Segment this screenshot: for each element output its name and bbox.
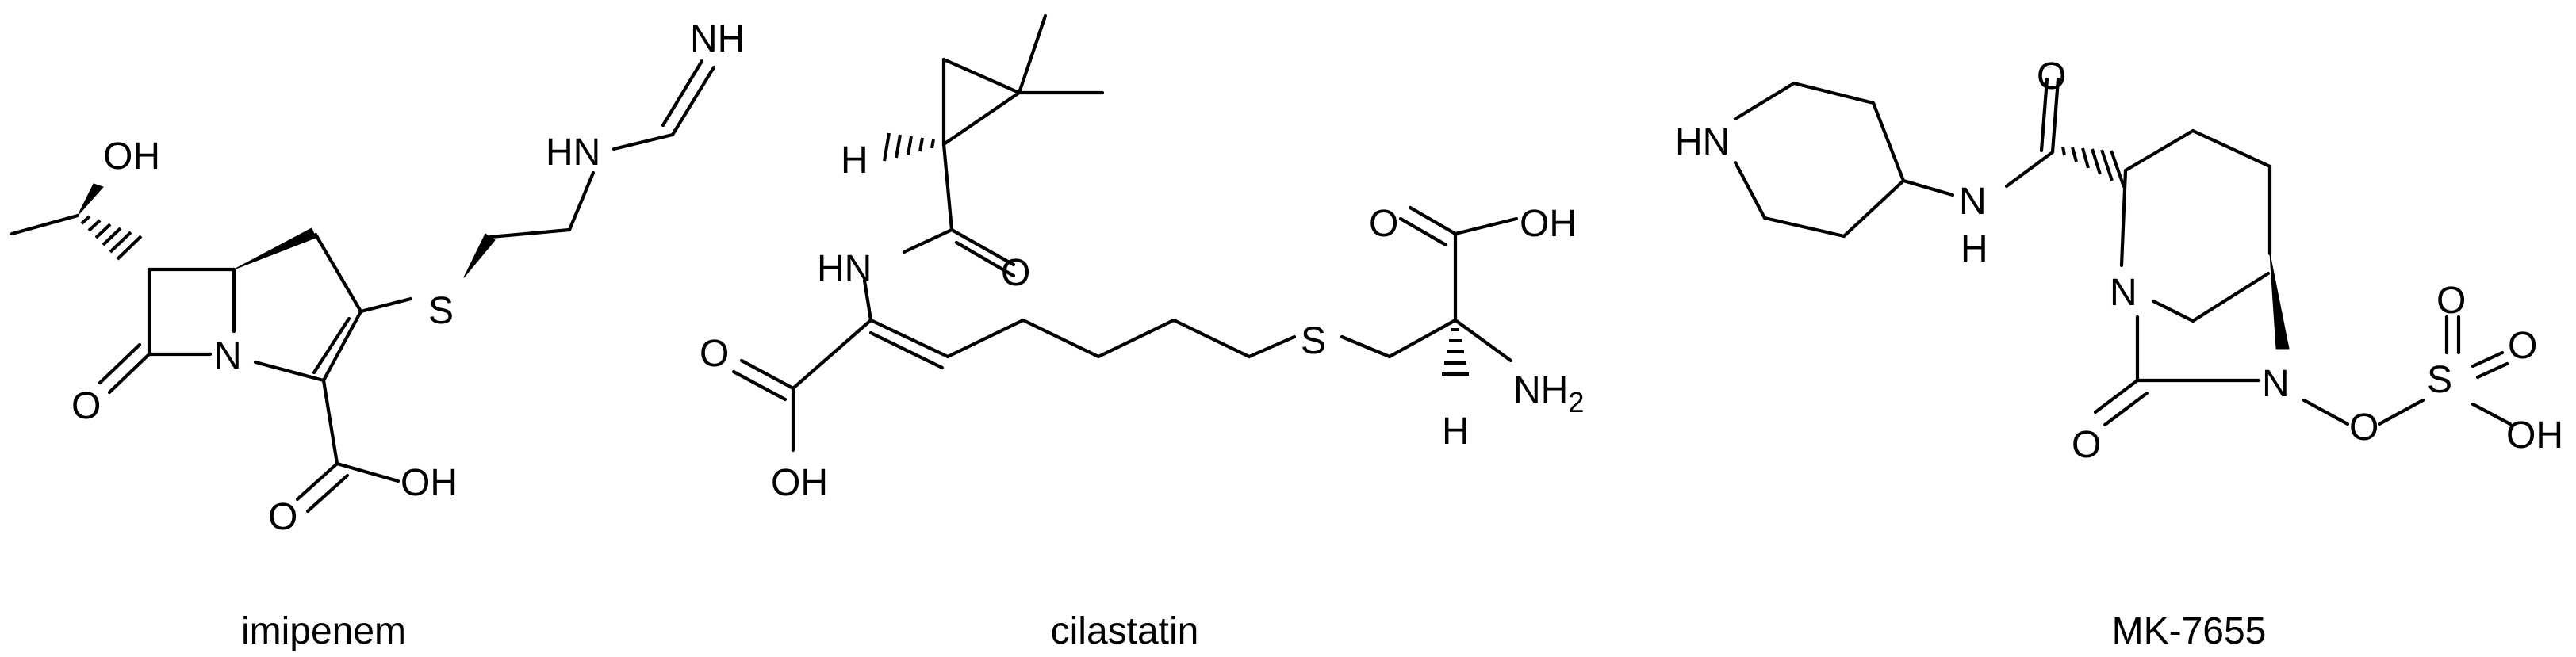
imipenem-oh-label: OH [103,136,160,178]
cilastatin-nh2-label: NH2 [1513,369,1584,418]
cilastatin-hash-h [883,132,935,162]
cilastatin-hn-label: HN [817,248,872,290]
mk7655-o-right-label: O [2508,325,2537,367]
mk7655-n-amide-label: N [1959,181,1987,223]
cilastatin-oh-acid-left-label: OH [771,462,828,504]
mk7655-structure [1733,77,2513,427]
imipenem-wedge-s [463,233,496,278]
mk7655-s-label: S [2427,359,2452,401]
cilastatin-s-label: S [1301,320,1326,362]
cilastatin-nh-text: NH [1513,369,1568,411]
mk7655-hn-piperidine-label: HN [1675,121,1730,163]
cilastatin-o-acid-right-label: O [1369,203,1398,245]
mk7655-o-top-label: O [2436,280,2466,322]
mk7655-o-link-label: O [2349,407,2379,449]
mk7655-hash [2061,146,2126,188]
imipenem-hash-c6 [80,215,143,261]
imipenem-o-lactam-label: O [71,385,101,427]
compound-name-cilastatin: cilastatin [1051,610,1199,652]
cilastatin-o-acid-left-label: O [700,333,729,375]
cilastatin-hash-alpha [1442,328,1469,376]
cilastatin-structure [731,13,1519,453]
mk7655-h-amide-label: H [1961,228,1988,270]
compound-name-imipenem: imipenem [241,610,406,652]
mk7655-n-hydroxy-label: N [2262,363,2290,405]
imipenem-hn-label: HN [546,132,600,174]
imipenem-oh-acid-label: OH [401,462,458,504]
mk7655-n-ring-label: N [2110,272,2137,314]
cilastatin-nh2-subscript: 2 [1568,386,1584,418]
cilastatin-o-amide-label: O [1001,252,1030,294]
cilastatin-h-stereo-label: H [1442,411,1470,453]
mk7655-o-amide-label: O [2037,55,2066,97]
imipenem-s-label: S [428,290,454,332]
mk7655-wedge [2269,253,2290,350]
cilastatin-h-cyclopropyl-label: H [841,139,868,181]
mk7655-oh-label: OH [2506,414,2563,456]
compound-name-mk7655: MK-7655 [2112,610,2267,652]
imipenem-structure [10,59,716,514]
imipenem-nh-label: NH [690,18,745,60]
imipenem-wedge-oh [77,183,104,216]
imipenem-o-carbonyl-label: O [268,496,297,538]
cilastatin-oh-acid-right-label: OH [1520,203,1577,245]
imipenem-wedge-ch2 [233,227,316,270]
mk7655-o-urea-label: O [2072,424,2101,466]
imipenem-n-label: N [214,335,242,377]
